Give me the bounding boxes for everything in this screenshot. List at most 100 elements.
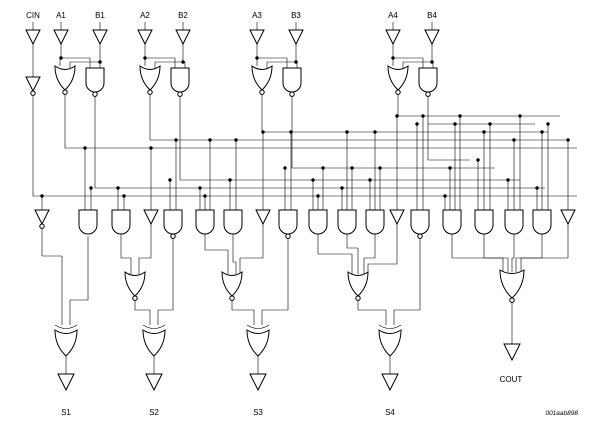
nor-gate-bit-3	[251, 65, 273, 91]
label-a1: A1	[56, 11, 66, 20]
sum-xor-bit-2	[142, 329, 166, 357]
middle-gate-5-bubble	[170, 233, 176, 239]
nor-gate-bit-4	[387, 65, 409, 91]
wire-30	[149, 94, 570, 141]
wire-88	[451, 234, 504, 272]
junction-dot	[208, 138, 212, 142]
sum-xor-bit-3-input-arc	[246, 324, 270, 329]
wire-20	[257, 57, 288, 68]
middle-gate-11	[337, 209, 357, 235]
nand-gate-bit-4-bubble	[425, 91, 431, 97]
wire-28	[64, 94, 577, 149]
input-buffer	[25, 29, 41, 46]
wire-21	[266, 44, 297, 68]
output-buffer-s1	[57, 373, 75, 392]
input-buffer	[288, 29, 304, 46]
junction-dot	[476, 158, 480, 162]
nor-gate-bit-3-bubble	[259, 89, 265, 95]
nor-gate-bit-1-bubble	[62, 89, 68, 95]
junction-dot	[234, 138, 238, 142]
middle-gate-19	[560, 209, 576, 226]
wire-79	[120, 234, 132, 274]
input-buffer	[249, 29, 265, 46]
junction-dot	[83, 146, 87, 150]
junction-dot	[289, 130, 293, 134]
label-a4: A4	[388, 11, 398, 20]
nand-gate-bit-1-bubble	[92, 91, 98, 97]
middle-gate-5	[163, 209, 183, 235]
junction-dot	[482, 130, 486, 134]
label-s1: S1	[61, 408, 71, 417]
wire-83	[239, 224, 264, 274]
middle-gate-7	[223, 209, 243, 235]
middle-gate-4	[143, 209, 159, 226]
junction-dot	[415, 122, 419, 126]
junction-dot	[122, 194, 126, 198]
label-cin: CIN	[26, 11, 40, 20]
wire-29	[94, 96, 545, 189]
label-s2: S2	[149, 408, 159, 417]
nand-gate-bit-4	[418, 67, 438, 93]
middle-gate-16	[474, 209, 494, 235]
junction-dot	[168, 178, 172, 182]
middle-gate-12	[365, 209, 385, 235]
wire-94	[69, 236, 89, 325]
sum-xor-bit-4-input-arc	[378, 324, 402, 329]
output-buffer-s4	[381, 373, 399, 392]
wire-32	[261, 94, 548, 133]
wire-36	[427, 124, 470, 161]
junction-dot	[368, 178, 372, 182]
wire-86	[363, 234, 376, 274]
wire-80	[138, 224, 152, 274]
label-b1: B1	[95, 11, 105, 20]
nand-gate-bit-2-bubble	[177, 91, 183, 97]
output-buffer-cout	[503, 343, 521, 362]
wiring	[32, 22, 577, 374]
middle-gate-3	[111, 209, 131, 235]
wire-33	[291, 96, 495, 169]
junction-dot	[98, 60, 102, 64]
carry-nor-bit-2	[124, 271, 146, 297]
nor-gate-bit-1	[54, 65, 76, 91]
sum-xor-bit-2-input-arc	[142, 324, 166, 329]
carry-nor-bit-2-bubble	[132, 295, 138, 301]
wire-24	[393, 57, 424, 68]
wire-99	[357, 298, 387, 325]
middle-gate-14	[410, 209, 430, 235]
middle-gate-1	[34, 209, 50, 226]
wire-27	[32, 96, 577, 197]
middle-gate-18	[532, 209, 552, 235]
label-a3: A3	[252, 11, 262, 20]
wire-81	[204, 234, 229, 274]
logic-gates	[25, 29, 576, 392]
junction-dot	[453, 122, 457, 126]
junction-dot	[458, 114, 462, 118]
input-buffer	[385, 29, 401, 46]
nor-gate-bit-4-bubble	[395, 89, 401, 95]
cin-inverter-bubble	[30, 90, 36, 96]
junction-dot	[198, 186, 202, 190]
wire-93	[41, 226, 63, 325]
output-buffer-s2	[145, 373, 163, 392]
wire-84	[317, 234, 353, 274]
wire-92	[520, 224, 569, 272]
junction-dot	[350, 166, 354, 170]
middle-gate-14-bubble	[417, 233, 423, 239]
middle-gate-6	[195, 209, 215, 235]
sum-xor-bit-1-input-arc	[54, 324, 78, 329]
wire-89	[483, 234, 509, 272]
drawing-reference: 001aab898	[545, 410, 578, 417]
middle-gate-8	[255, 209, 271, 226]
carry-nor-bit-4-bubble	[355, 295, 361, 301]
junction-dot	[311, 178, 315, 182]
label-a2: A2	[140, 11, 150, 20]
input-buffer	[424, 29, 440, 46]
junction-dot	[546, 122, 550, 126]
sum-xor-bit-1	[54, 329, 78, 357]
junction-dot	[395, 114, 399, 118]
junction-dot	[89, 186, 93, 190]
junction-dot	[345, 130, 349, 134]
junction-dot	[443, 194, 447, 198]
wire-90	[511, 234, 515, 272]
junction-dot	[116, 186, 120, 190]
